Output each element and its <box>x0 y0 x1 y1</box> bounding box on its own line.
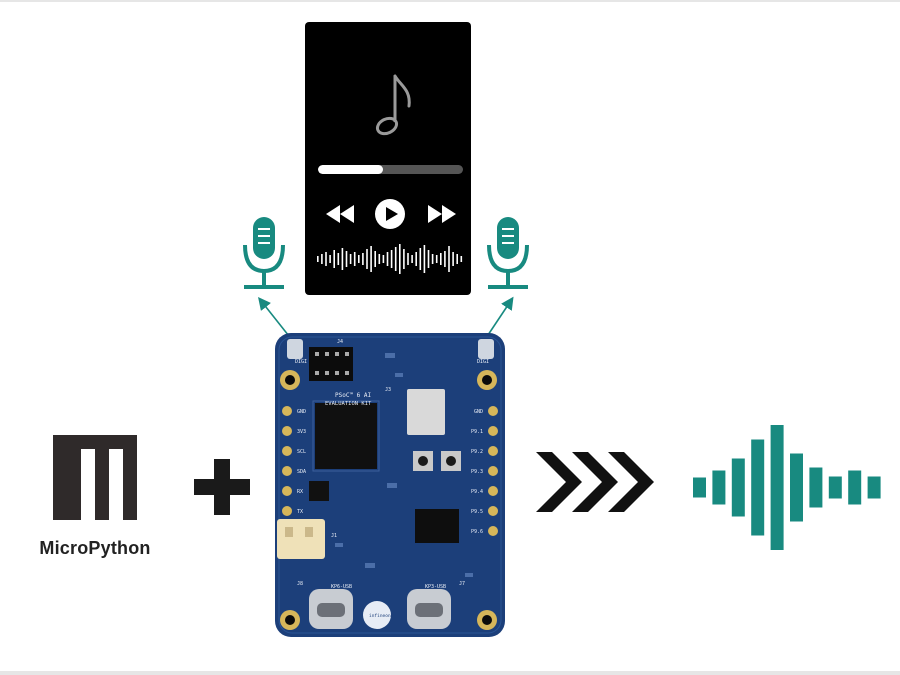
wave-bar <box>407 253 409 265</box>
wave-bar <box>337 253 340 265</box>
music-note-icon <box>375 74 411 136</box>
j7-label: J7 <box>459 581 465 587</box>
j4-label: J4 <box>337 339 343 345</box>
micropython-logo <box>53 435 137 520</box>
wave-bar <box>431 254 434 264</box>
usb-left-label: KP6-USB <box>331 584 352 590</box>
wave-bar <box>353 252 356 266</box>
right-pin-label: P9.6 <box>471 529 483 535</box>
wave-bar <box>403 249 405 269</box>
fast-forward-icon[interactable] <box>425 197 459 231</box>
wave-bar <box>435 255 438 263</box>
wave-bar <box>440 253 442 265</box>
plus-icon <box>194 459 250 515</box>
rewind-icon[interactable] <box>323 197 357 231</box>
j3-label: J3 <box>385 387 391 393</box>
play-icon[interactable] <box>373 197 407 231</box>
wave-bar <box>325 252 327 266</box>
wave-bar <box>317 256 319 262</box>
digi-left-label: DIGI <box>295 359 307 365</box>
wave-bar <box>712 470 726 505</box>
wave-bar <box>448 246 450 272</box>
music-player-card <box>305 22 471 295</box>
microphone-icon <box>487 217 529 289</box>
psoc6-ai-evaluation-board: DIGI DIGI J4 J3 J1 KP6-USB KP3-USB J8 J7… <box>275 333 505 637</box>
left-pin-label: 3V3 <box>297 429 306 435</box>
chevron-arrows-icon <box>536 452 654 512</box>
wave-bar <box>341 248 344 270</box>
audio-wave-icon <box>317 244 463 274</box>
wave-bar <box>770 425 784 550</box>
wave-bar <box>366 249 368 269</box>
usb-right-label: KP3-USB <box>425 584 446 590</box>
micropython-wordmark: MicroPython <box>39 538 151 558</box>
wave-bar <box>386 252 389 266</box>
wave-bar <box>382 255 385 263</box>
j8-label: J8 <box>297 581 303 587</box>
wave-bar <box>390 250 393 268</box>
left-pin-label: TX <box>297 509 303 515</box>
sound-wave-icon <box>693 425 881 550</box>
wave-bar <box>848 470 862 505</box>
wave-bar <box>378 254 381 264</box>
wave-bar <box>693 477 706 498</box>
bottom-border <box>0 671 900 675</box>
left-pin-label: SCL <box>297 449 306 455</box>
wave-bar <box>751 439 765 536</box>
wave-bar <box>731 458 745 517</box>
wave-bar <box>399 244 401 274</box>
wave-bar <box>867 476 881 499</box>
wave-bar <box>374 251 376 267</box>
board-title-line1: PSoC™ 6 AI <box>335 392 372 399</box>
wave-bar <box>828 476 842 499</box>
right-pin-label: P9.5 <box>471 509 483 515</box>
digi-right-label: DIGI <box>477 359 489 365</box>
j1-label: J1 <box>331 533 337 539</box>
left-pin-label: GND <box>297 409 306 415</box>
wave-bar <box>427 250 430 268</box>
wave-bar <box>349 254 352 264</box>
wave-bar <box>321 254 323 264</box>
left-pin-label: SDA <box>297 469 306 475</box>
wave-bar <box>460 256 463 262</box>
wave-bar <box>333 250 335 268</box>
wave-bar <box>411 255 413 263</box>
right-pin-label: P9.1 <box>471 429 483 435</box>
wave-bar <box>370 246 372 272</box>
top-border <box>0 0 900 2</box>
wave-bar <box>394 247 397 271</box>
wave-bar <box>444 251 446 267</box>
left-pin-label: RX <box>297 489 303 495</box>
wave-bar <box>809 467 823 508</box>
right-pin-label: P9.4 <box>471 489 483 495</box>
wave-bar <box>358 255 360 263</box>
wave-bar <box>423 245 426 273</box>
wave-bar <box>456 254 458 264</box>
right-pin-label: P9.3 <box>471 469 483 475</box>
wave-bar <box>790 453 803 522</box>
microphone-icon <box>243 217 285 289</box>
brand-label: infineon <box>369 613 391 619</box>
progress-fill <box>318 165 384 174</box>
board-title-line2: EVALUATION KIT <box>325 401 372 407</box>
wave-bar <box>362 253 364 265</box>
wave-bar <box>345 251 348 267</box>
right-pin-label: P9.2 <box>471 449 483 455</box>
wave-bar <box>419 248 422 270</box>
wave-bar <box>329 255 331 263</box>
right-pin-label: GND <box>474 409 483 415</box>
playback-progress-bar[interactable] <box>318 165 463 174</box>
wave-bar <box>452 252 454 266</box>
wave-bar <box>415 252 417 266</box>
